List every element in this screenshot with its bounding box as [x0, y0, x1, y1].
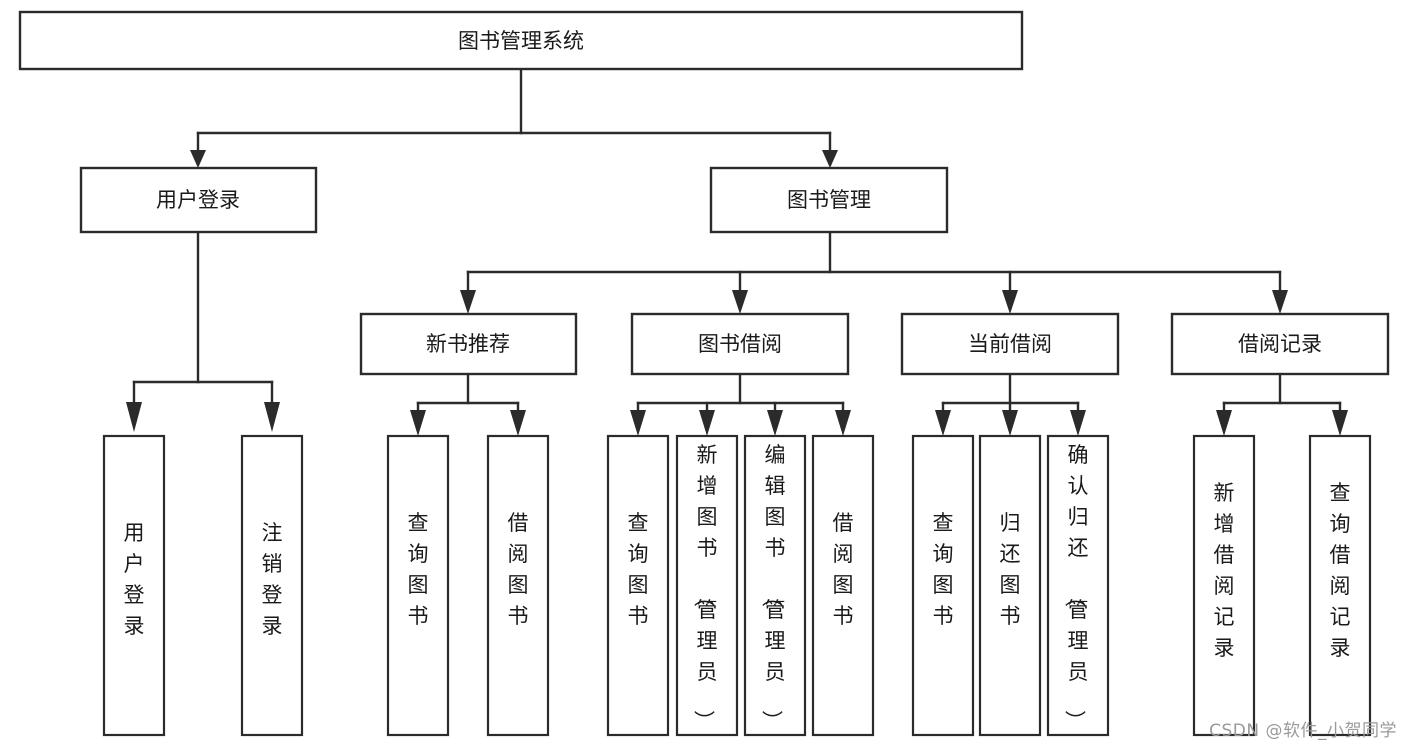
node-borrow-record-label: 借阅记录 — [1238, 332, 1322, 356]
node-leaf-logout[interactable]: 注销登录 — [240, 434, 304, 737]
node-leaf-add-book-box[interactable] — [675, 434, 739, 737]
node-book-borrow[interactable]: 图书借阅 — [630, 312, 850, 376]
node-leaf-edit-book-box[interactable] — [743, 434, 807, 737]
csdn-watermark: CSDN @软件_小贺同学 — [1209, 721, 1397, 741]
node-leaf-add-record-box[interactable] — [1192, 434, 1256, 737]
node-book-manage-label: 图书管理 — [787, 188, 871, 212]
node-user-login-label: 用户登录 — [156, 188, 240, 212]
node-user-login-box[interactable] — [79, 166, 318, 234]
node-leaf-add-book-label: 新增图书（管理员） — [692, 443, 718, 731]
arrowhead-current-borrow — [1002, 290, 1018, 314]
node-leaf-query-record-label: 查询借阅记录 — [1330, 481, 1351, 660]
arrowhead-leaf-edit-book — [767, 410, 783, 436]
arrowhead-new-book-recommend — [460, 290, 476, 314]
arrowhead-book-borrow — [732, 290, 748, 314]
node-leaf-user-login[interactable]: 用户登录 — [102, 434, 166, 737]
node-leaf-add-record[interactable]: 新增借阅记录 — [1192, 434, 1256, 737]
node-leaf-borrow-book-2[interactable]: 借阅图书 — [811, 434, 875, 737]
node-leaf-query-record[interactable]: 查询借阅记录 — [1308, 434, 1372, 737]
node-leaf-borrow-book-2-label: 借阅图书 — [833, 511, 854, 628]
node-current-borrow[interactable]: 当前借阅 — [900, 312, 1120, 376]
node-leaf-return-book-label: 归还图书 — [1000, 511, 1021, 628]
node-leaf-query-book-2-box[interactable] — [606, 434, 670, 737]
node-leaf-return-book[interactable]: 归还图书 — [978, 434, 1042, 737]
node-leaf-confirm-return[interactable]: 确认归还（管理员） — [1046, 434, 1110, 737]
node-user-login[interactable]: 用户登录 — [79, 166, 318, 234]
node-current-borrow-label: 当前借阅 — [968, 332, 1052, 356]
node-leaf-add-record-label: 新增借阅记录 — [1214, 481, 1235, 660]
node-book-manage[interactable]: 图书管理 — [709, 166, 949, 234]
arrowhead-user-login — [190, 150, 206, 168]
node-root[interactable]: 图书管理系统 — [18, 10, 1024, 71]
node-leaf-query-book-3-label: 查询图书 — [933, 511, 954, 628]
node-leaf-user-login-label: 用户登录 — [124, 521, 145, 638]
node-leaf-logout-box[interactable] — [240, 434, 304, 737]
connector-layer — [126, 67, 1348, 436]
arrowhead-leaf-user-login — [126, 402, 142, 432]
node-leaf-query-book-2[interactable]: 查询图书 — [606, 434, 670, 737]
node-leaf-query-book-1-box[interactable] — [386, 434, 450, 737]
node-leaf-add-book[interactable]: 新增图书（管理员） — [675, 434, 739, 737]
node-leaf-query-book-2-label: 查询图书 — [628, 511, 649, 628]
node-leaf-return-book-box[interactable] — [978, 434, 1042, 737]
node-leaf-logout-label: 注销登录 — [262, 521, 283, 638]
arrowhead-leaf-query-book-1 — [410, 410, 426, 436]
arrowhead-leaf-query-book-3 — [935, 410, 951, 436]
arrowhead-leaf-add-book — [699, 410, 715, 436]
node-book-borrow-label: 图书借阅 — [698, 332, 782, 356]
arrowhead-borrow-record — [1272, 290, 1288, 314]
node-leaf-edit-book[interactable]: 编辑图书（管理员） — [743, 434, 807, 737]
arrowhead-leaf-logout — [264, 402, 280, 432]
node-leaf-user-login-box[interactable] — [102, 434, 166, 737]
node-root-label: 图书管理系统 — [458, 29, 584, 53]
arrowhead-leaf-query-book-2 — [630, 410, 646, 436]
node-root-box[interactable] — [18, 10, 1024, 71]
node-leaf-query-book-1-label: 查询图书 — [408, 511, 429, 628]
node-leaf-borrow-book-1-box[interactable] — [486, 434, 550, 737]
node-book-manage-box[interactable] — [709, 166, 949, 234]
arrowhead-leaf-borrow-book-2 — [835, 410, 851, 436]
node-leaf-edit-book-label: 编辑图书（管理员） — [760, 443, 786, 731]
node-book-borrow-box[interactable] — [630, 312, 850, 376]
node-leaf-borrow-book-1-label: 借阅图书 — [508, 511, 529, 628]
arrowhead-leaf-query-record — [1332, 410, 1348, 436]
arrowhead-book-manage — [822, 150, 838, 168]
node-leaf-confirm-return-label: 确认归还（管理员） — [1063, 443, 1089, 731]
arrowhead-leaf-confirm-return — [1070, 410, 1086, 436]
node-borrow-record-box[interactable] — [1170, 312, 1390, 376]
node-new-book-recommend-label: 新书推荐 — [426, 332, 510, 356]
node-leaf-borrow-book-1[interactable]: 借阅图书 — [486, 434, 550, 737]
arrowhead-leaf-add-record — [1216, 410, 1232, 436]
node-leaf-confirm-return-box[interactable] — [1046, 434, 1110, 737]
arrowhead-leaf-borrow-book-1 — [510, 410, 526, 436]
node-leaf-query-book-3-box[interactable] — [911, 434, 975, 737]
arrowhead-leaf-return-book — [1002, 410, 1018, 436]
node-leaf-query-book-1[interactable]: 查询图书 — [386, 434, 450, 737]
node-new-book-recommend[interactable]: 新书推荐 — [359, 312, 578, 376]
node-leaf-query-record-box[interactable] — [1308, 434, 1372, 737]
node-new-book-recommend-box[interactable] — [359, 312, 578, 376]
node-borrow-record[interactable]: 借阅记录 — [1170, 312, 1390, 376]
node-current-borrow-box[interactable] — [900, 312, 1120, 376]
node-leaf-borrow-book-2-box[interactable] — [811, 434, 875, 737]
node-leaf-query-book-3[interactable]: 查询图书 — [911, 434, 975, 737]
